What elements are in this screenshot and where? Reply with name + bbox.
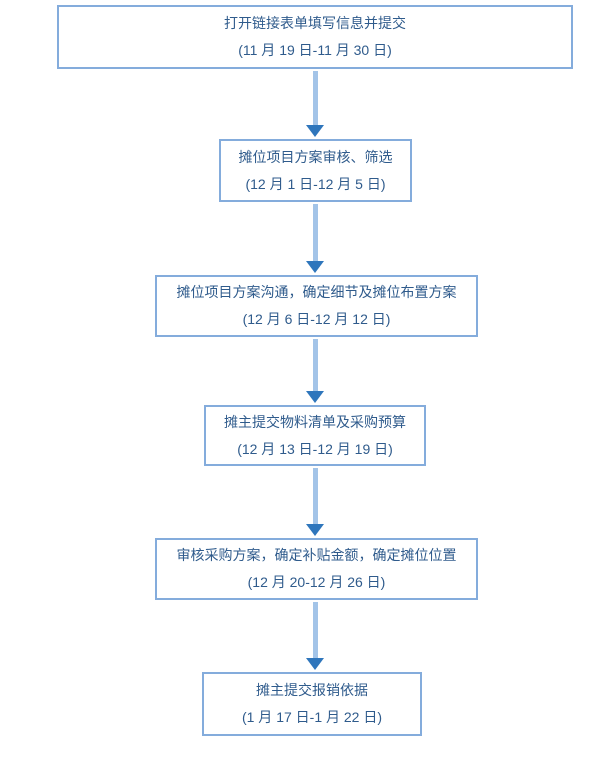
flow-connector-1 (306, 71, 324, 137)
arrow-shaft (312, 71, 318, 125)
arrow-shaft (312, 339, 318, 391)
arrow-down-icon (306, 261, 324, 273)
flow-step-3: 摊位项目方案沟通，确定细节及摊位布置方案 (12 月 6 日-12 月 12 日… (155, 275, 478, 337)
arrow-shaft (312, 602, 318, 658)
arrow-down-icon (306, 658, 324, 670)
arrow-down-icon (306, 524, 324, 536)
flow-step-1: 打开链接表单填写信息并提交 (11 月 19 日-11 月 30 日) (57, 5, 573, 69)
step-dates: (12 月 13 日-12 月 19 日) (237, 440, 393, 457)
step-title: 摊主提交物料清单及采购预算 (224, 413, 406, 430)
step-dates: (1 月 17 日-1 月 22 日) (241, 709, 383, 725)
flow-step-2: 摊位项目方案审核、筛选 (12 月 1 日-12 月 5 日) (219, 139, 412, 202)
flow-connector-3 (306, 339, 324, 403)
step-title: 摊位项目方案审核、筛选 (238, 148, 393, 165)
flow-step-5: 审核采购方案，确定补贴金额，确定摊位位置 (12 月 20-12 月 26 日) (155, 538, 478, 600)
flow-connector-4 (306, 468, 324, 536)
flow-step-4: 摊主提交物料清单及采购预算 (12 月 13 日-12 月 19 日) (204, 405, 426, 466)
arrow-down-icon (306, 125, 324, 137)
step-dates: (12 月 6 日-12 月 12 日) (242, 311, 391, 327)
flow-connector-2 (306, 204, 324, 273)
step-title: 打开链接表单填写信息并提交 (224, 15, 406, 31)
step-title: 摊主提交报销依据 (256, 682, 368, 698)
flow-connector-5 (306, 602, 324, 670)
arrow-shaft (312, 468, 318, 524)
step-title: 摊位项目方案沟通，确定细节及摊位布置方案 (176, 284, 457, 300)
flow-step-6: 摊主提交报销依据 (1 月 17 日-1 月 22 日) (202, 672, 422, 736)
arrow-down-icon (306, 391, 324, 403)
step-dates: (12 月 20-12 月 26 日) (247, 574, 386, 590)
step-dates: (11 月 19 日-11 月 30 日) (238, 42, 392, 58)
step-title: 审核采购方案，确定补贴金额，确定摊位位置 (176, 547, 457, 563)
step-dates: (12 月 1 日-12 月 5 日) (245, 175, 386, 192)
arrow-shaft (312, 204, 318, 261)
